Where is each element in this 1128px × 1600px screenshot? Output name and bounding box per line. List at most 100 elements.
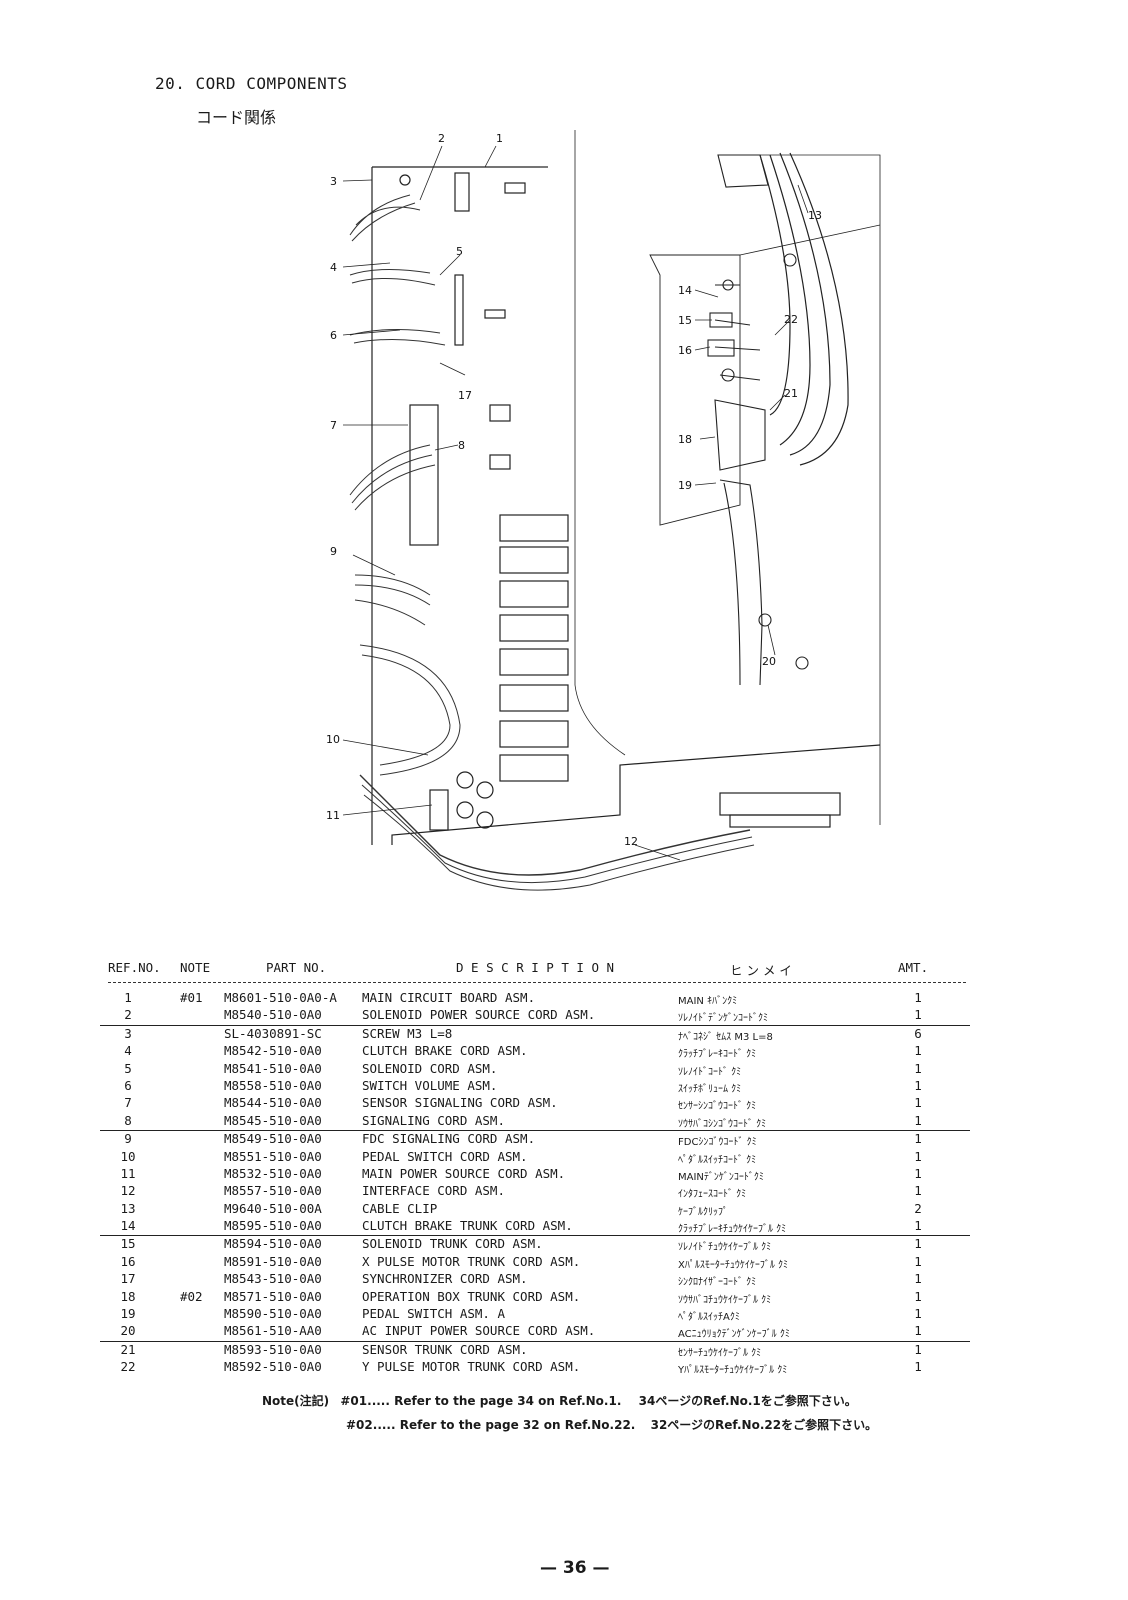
cell-ref: 13 (120, 1200, 136, 1216)
main-circuit-board (371, 130, 881, 845)
cell-ref: 1 (124, 990, 132, 1005)
section-title: 20. CORD COMPONENTS (155, 74, 348, 93)
callout-numbers: 1 2 3 4 5 6 7 8 9 10 11 12 13 14 15 16 1… (326, 132, 822, 848)
cell-kana: ﾍﾟﾀﾞﾙｽｲｯﾁAｸﾐ (678, 1312, 740, 1324)
cell-amt: 1 (914, 1323, 922, 1339)
cell-desc: PEDAL SWITCH CORD ASM. (362, 1148, 528, 1164)
cell-note: #01 (180, 990, 203, 1005)
cell-desc: SOLENOID POWER SOURCE CORD ASM. (362, 1007, 596, 1023)
callout-3: 3 (330, 175, 337, 188)
header-part: PART NO. (266, 960, 327, 975)
cell-kana: MAINﾃﾞﾝｹﾞﾝｺｰﾄﾞｸﾐ (678, 1171, 764, 1183)
memory-chips (499, 514, 569, 782)
left-wire-harness (349, 194, 755, 891)
cell-desc: SWITCH VOLUME ASM. (362, 1077, 498, 1093)
cell-part: SL-4030891-SC (224, 1025, 322, 1041)
cell-part: M8601-510-0A0-A (224, 990, 337, 1005)
cell-amt: 6 (914, 1025, 922, 1041)
cell-amt: 2 (914, 1200, 922, 1216)
callout-leaders (342, 145, 809, 861)
note-1: Note(注記) #01..... Refer to the page 34 o… (262, 1392, 857, 1409)
cell-desc: SYNCHRONIZER CORD ASM. (362, 1271, 528, 1287)
cell-part: M8594-510-0A0 (224, 1236, 322, 1252)
cell-desc: SIGNALING CORD ASM. (362, 1112, 505, 1128)
callout-17: 17 (458, 389, 472, 402)
cell-kana: Yﾊﾟﾙｽﾓｰﾀｰﾁｭｳｹｲｹｰﾌﾞﾙ ｸﾐ (678, 1365, 788, 1377)
callout-15: 15 (678, 314, 692, 327)
cell-kana: ｿﾚﾉｲﾄﾞｺｰﾄﾞ ｸﾐ (678, 1066, 742, 1078)
header-description: D E S C R I P T I O N (456, 960, 615, 975)
cell-amt: 1 (914, 1359, 922, 1375)
cell-part: M8549-510-0A0 (224, 1131, 322, 1147)
cell-ref: 4 (124, 1043, 132, 1059)
cell-desc: CLUTCH BRAKE TRUNK CORD ASM. (362, 1218, 573, 1234)
callout-18: 18 (678, 433, 692, 446)
callout-12: 12 (624, 835, 638, 848)
cell-amt: 1 (914, 1131, 922, 1147)
callout-20: 20 (762, 655, 776, 668)
cell-part: M8545-510-0A0 (224, 1112, 322, 1128)
cell-desc: SCREW M3 L=8 (362, 1025, 453, 1041)
cell-part: M8571-510-0A0 (224, 1288, 322, 1304)
cell-desc: FDC SIGNALING CORD ASM. (362, 1131, 536, 1147)
cell-desc: CLUTCH BRAKE CORD ASM. (362, 1043, 528, 1059)
cell-ref: 21 (120, 1341, 136, 1357)
cell-ref: 19 (120, 1306, 136, 1322)
cell-amt: 1 (914, 1060, 922, 1076)
note-label: Note(注記) (262, 1394, 330, 1408)
cell-kana: ｹｰﾌﾞﾙｸﾘｯﾌﾟ (678, 1206, 728, 1218)
callout-2: 2 (438, 132, 445, 145)
cell-kana: ﾍﾟﾀﾞﾙｽｲｯﾁｺｰﾄﾞ ｸﾐ (678, 1154, 757, 1166)
cell-ref: 11 (120, 1165, 136, 1181)
callout-6: 6 (330, 329, 337, 342)
note-2-jp: 32ページのRef.No.22をご参照下さい。 (650, 1418, 878, 1432)
cell-kana: ｾﾝｻｰｼﾝｺﾞｳｺｰﾄﾞ ｸﾐ (678, 1101, 757, 1113)
cell-desc: Y PULSE MOTOR TRUNK CORD ASM. (362, 1359, 581, 1375)
callout-8: 8 (458, 439, 465, 452)
cell-ref: 12 (120, 1183, 136, 1199)
callout-19: 19 (678, 479, 692, 492)
cell-amt: 1 (914, 1148, 922, 1164)
cell-ref: 7 (124, 1095, 132, 1111)
cell-ref: 17 (120, 1271, 136, 1287)
callout-22: 22 (784, 313, 798, 326)
cell-kana: MAIN ｷﾊﾞﾝｸﾐ (678, 996, 738, 1007)
header-kana: ヒ ン メ イ (730, 963, 792, 978)
cell-ref: 5 (124, 1060, 132, 1076)
page-number: — 36 — (540, 1558, 610, 1578)
cell-kana: ｾﾝｻｰﾁｭｳｹｲｹｰﾌﾞﾙ ｸﾐ (678, 1347, 762, 1359)
cell-part: M8561-510-AA0 (224, 1323, 322, 1339)
cell-kana: ACﾆｭｳﾘｮｸﾃﾞﾝｹﾞﾝｹｰﾌﾞﾙ ｸﾐ (678, 1329, 790, 1341)
cell-ref: 9 (124, 1131, 132, 1147)
cell-kana: Xﾊﾟﾙｽﾓｰﾀｰﾁｭｳｹｲｹｰﾌﾞﾙ ｸﾐ (678, 1259, 789, 1271)
cell-kana: ｸﾗｯﾁﾌﾞﾚｰｷｺｰﾄﾞ ｸﾐ (678, 1049, 757, 1061)
cell-desc: PEDAL SWITCH ASM. A (362, 1306, 505, 1322)
section-title-jp: コード関係 (196, 108, 277, 127)
cell-note: #02 (180, 1288, 203, 1304)
callout-5: 5 (456, 245, 463, 258)
cell-desc: INTERFACE CORD ASM. (362, 1183, 505, 1199)
cell-amt: 1 (914, 1043, 922, 1059)
cell-desc: OPERATION BOX TRUNK CORD ASM. (362, 1288, 581, 1304)
cell-kana: ｽｲｯﾁﾎﾞﾘｭｰﾑ ｸﾐ (678, 1083, 742, 1095)
cell-amt: 1 (914, 1112, 922, 1128)
callout-9: 9 (330, 545, 337, 558)
cell-desc: SENSOR TRUNK CORD ASM. (362, 1341, 528, 1357)
cell-amt: 1 (914, 1306, 922, 1322)
callout-4: 4 (330, 261, 337, 274)
cell-amt: 1 (914, 1007, 922, 1023)
